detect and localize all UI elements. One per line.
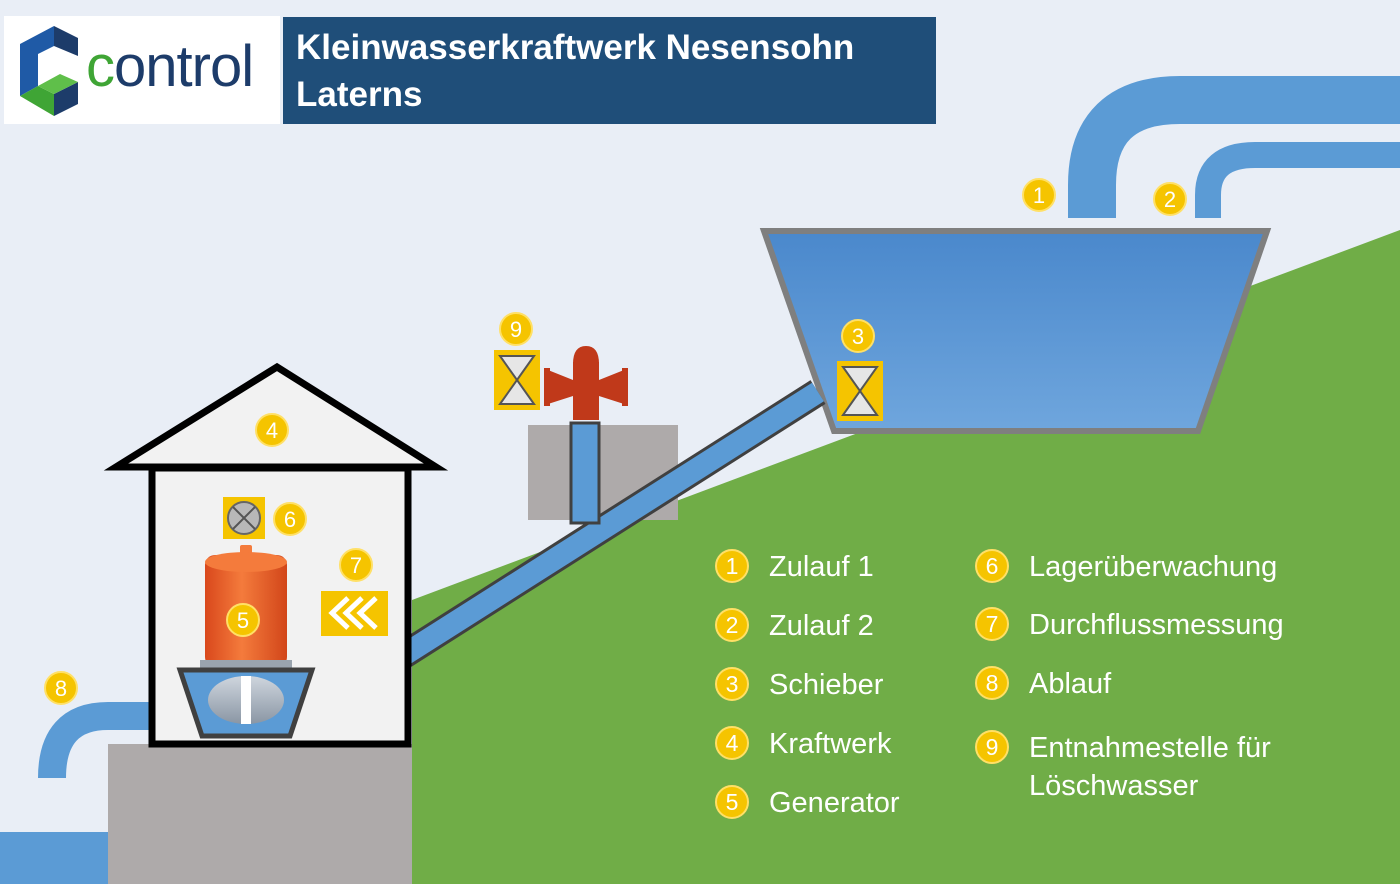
legend-badge: 2 (715, 608, 749, 642)
marker-6: 6 (273, 502, 307, 536)
legend-item-4: 4 Kraftwerk (715, 725, 891, 763)
legend-badge: 8 (975, 666, 1009, 700)
marker-1: 1 (1022, 178, 1056, 212)
legend-label: Ablauf (1029, 668, 1112, 700)
legend-item-7: 7 Durchflussmessung (975, 606, 1284, 644)
marker-label: 8 (55, 676, 67, 701)
legend-badge: 5 (715, 785, 749, 819)
legend-label: Durchflussmessung (1029, 609, 1284, 641)
marker-label: 6 (284, 507, 296, 532)
legend-item-3: 3 Schieber (715, 666, 883, 704)
marker-layer: 1 2 3 4 5 6 7 8 9 (44, 178, 1187, 705)
title-line-1: Kleinwasserkraftwerk Nesensohn (296, 28, 855, 67)
marker-2: 2 (1153, 182, 1187, 216)
legend-item-8: 8 Ablauf (975, 665, 1111, 703)
marker-label: 4 (266, 418, 278, 443)
legend-label: Zulauf 1 (769, 551, 874, 583)
legend-badge: 3 (715, 667, 749, 701)
marker-9: 9 (499, 312, 533, 346)
logo-wordmark: control (86, 34, 254, 99)
hydrant-riser (569, 421, 601, 525)
legend-item-5: 5 Generator (715, 784, 900, 822)
marker-label: 5 (237, 608, 249, 633)
legend-label: Generator (769, 787, 900, 819)
title-line-2: Laterns (296, 75, 423, 114)
fire-hydrant (544, 346, 628, 420)
legend-label: Zulauf 2 (769, 610, 874, 642)
legend-badge: 4 (715, 726, 749, 760)
title-banner: Kleinwasserkraftwerk Nesensohn Laterns (283, 17, 936, 124)
outflow-water (0, 832, 108, 884)
reservoir-basin (759, 228, 1272, 434)
legend-badge: 9 (975, 730, 1009, 764)
logo: control (4, 16, 280, 124)
legend-item-1: 1 Zulauf 1 (715, 548, 874, 586)
marker-8: 8 (44, 671, 78, 705)
marker-label: 2 (1164, 187, 1176, 212)
legend-label: Schieber (769, 669, 884, 701)
legend-badge: 1 (715, 549, 749, 583)
marker-label: 1 (1033, 183, 1045, 208)
outflow-pipe (38, 702, 212, 779)
inlet-pipe-2 (1195, 142, 1400, 218)
legend-item-6: 6 Lagerüberwachung (975, 548, 1277, 586)
marker-5: 5 (226, 603, 260, 637)
marker-label: 9 (510, 317, 522, 342)
marker-7: 7 (339, 548, 373, 582)
marker-3: 3 (841, 319, 875, 353)
logo-icon (20, 26, 78, 116)
inlet-pipe-1 (1068, 76, 1400, 218)
marker-label: 7 (350, 553, 362, 578)
legend-label: Kraftwerk (769, 728, 892, 760)
legend-badge: 6 (975, 549, 1009, 583)
legend-badge: 7 (975, 607, 1009, 641)
foundation (108, 744, 412, 884)
marker-4: 4 (255, 413, 289, 447)
legend-item-2: 2 Zulauf 2 (715, 607, 874, 645)
marker-label: 3 (852, 324, 864, 349)
legend-label: Lagerüberwachung (1029, 551, 1278, 583)
